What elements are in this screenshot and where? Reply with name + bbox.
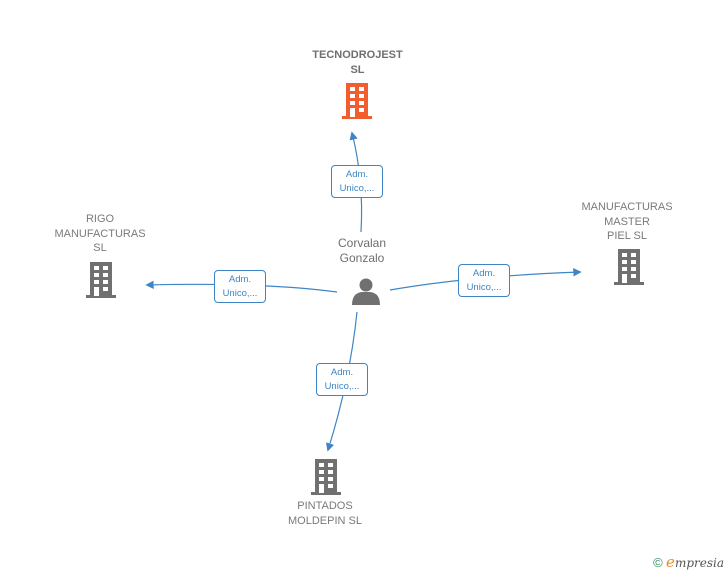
company-label-pintados[interactable]: PINTADOS MOLDEPIN SL	[270, 499, 380, 528]
edge-label-line: Unico,...	[222, 288, 258, 299]
building-icon[interactable]	[341, 83, 373, 119]
company-label-line: RIGO	[85, 213, 115, 225]
brand-initial: e	[666, 553, 675, 571]
company-label-tecnodrojest[interactable]: TECNODROJEST SL	[295, 48, 420, 77]
building-icon[interactable]	[310, 459, 342, 495]
company-label-master[interactable]: MANUFACTURAS MASTER PIEL SL	[572, 200, 682, 244]
brand-footer: © empresia	[653, 553, 724, 571]
company-label-line: MOLDEPIN SL	[288, 514, 362, 527]
brand-logo: empresia	[666, 553, 724, 571]
edge-label-rigo[interactable]: Adm. Unico,...	[214, 270, 266, 303]
edge-label-pintados[interactable]: Adm. Unico,...	[316, 363, 368, 396]
edge-label-line: Adm.	[472, 268, 496, 279]
edge-label-line: Adm.	[345, 169, 369, 180]
person-name-line: Corvalan	[337, 236, 387, 250]
edge-label-line: Adm.	[228, 274, 252, 285]
edge-label-tecnodrojest[interactable]: Adm. Unico,...	[331, 165, 383, 198]
edge-label-line: Adm.	[330, 367, 354, 378]
edge-label-line: Unico,...	[339, 183, 375, 194]
building-icon[interactable]	[85, 262, 117, 298]
person-name-line: Gonzalo	[339, 251, 385, 265]
edge-label-line: Unico,...	[324, 381, 360, 392]
company-label-line: SL	[350, 63, 365, 76]
person-name[interactable]: Corvalan Gonzalo	[322, 236, 402, 266]
company-label-line: MANUFACTURAS	[54, 227, 146, 240]
company-label-rigo[interactable]: RIGO MANUFACTURAS SL	[45, 212, 155, 256]
company-label-line: PIEL SL	[607, 230, 647, 242]
brand-rest: mpresia	[674, 556, 724, 570]
company-label-line: PINTADOS	[297, 500, 353, 512]
company-label-line: SL	[93, 242, 107, 254]
building-icon[interactable]	[613, 249, 645, 285]
company-label-line: TECNODROJEST	[312, 49, 403, 61]
company-label-line: MASTER	[604, 215, 650, 228]
edge-label-line: Unico,...	[466, 282, 502, 293]
edge-label-master[interactable]: Adm. Unico,...	[458, 264, 510, 297]
copyright-icon: ©	[653, 555, 663, 570]
company-label-line: MANUFACTURAS	[581, 201, 673, 213]
person-icon[interactable]	[351, 276, 381, 305]
